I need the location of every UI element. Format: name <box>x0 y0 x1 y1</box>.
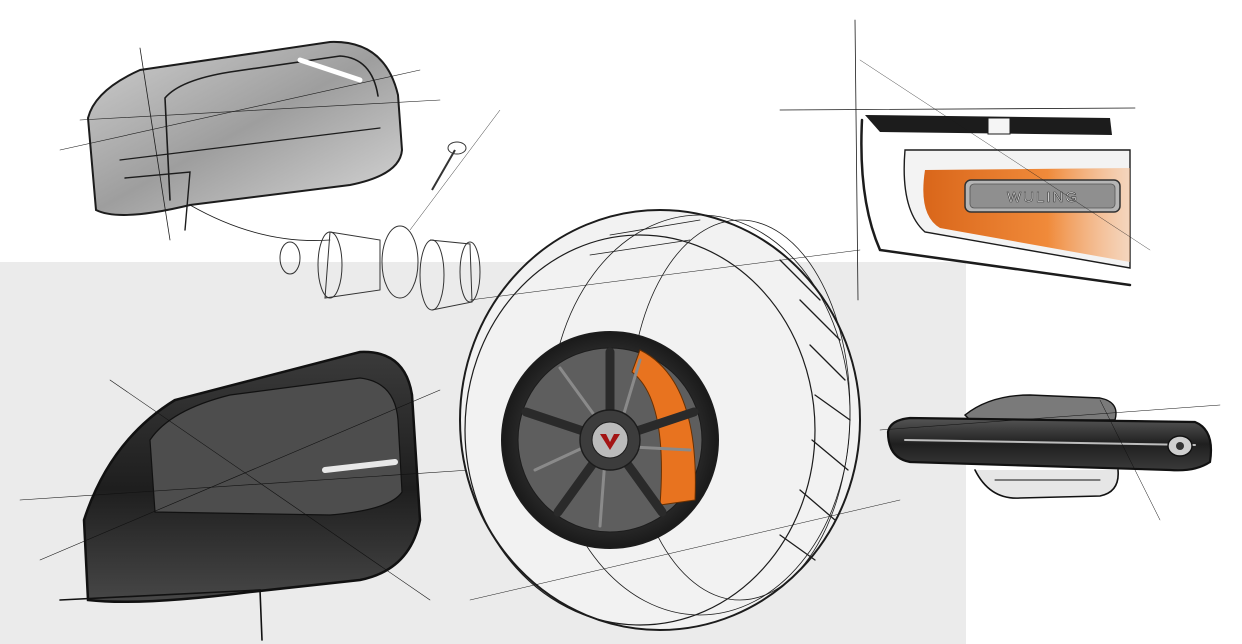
side-mirror-sketch-top <box>59 40 441 241</box>
side-mirror-sketch-dark <box>19 350 471 641</box>
fender-badge-sketch: WULING <box>779 19 1151 301</box>
wheel-tire-sketch <box>459 209 901 631</box>
wuling-badge-text: WULING <box>1007 189 1079 206</box>
exploded-fasteners-sketch <box>279 109 501 311</box>
door-handle-sketch <box>879 394 1221 521</box>
